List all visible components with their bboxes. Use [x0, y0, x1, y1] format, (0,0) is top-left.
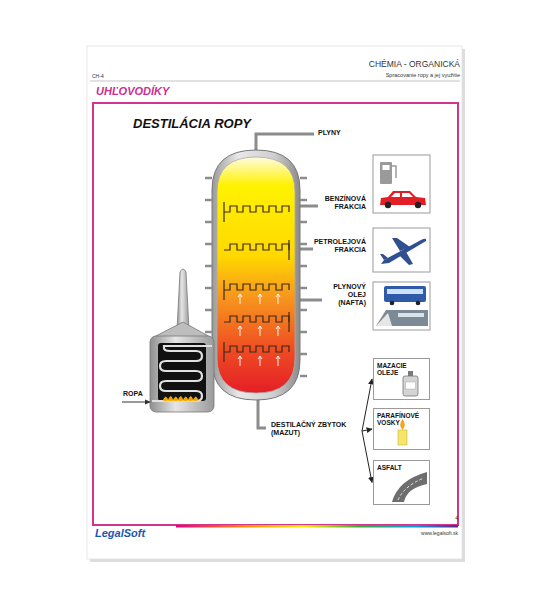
furnace-body	[150, 336, 214, 412]
icon-box	[373, 155, 430, 213]
sheet-code: CH-4	[92, 74, 104, 80]
icon-box	[373, 228, 430, 272]
column-trays	[224, 202, 289, 366]
output-label: BENZÍNOVÁ FRAKCIA	[318, 195, 366, 211]
input-label: ROPA	[123, 390, 143, 398]
chapter-heading: UHĽOVODÍKY	[96, 85, 169, 98]
column-interior	[217, 157, 295, 393]
column-rings	[205, 178, 307, 376]
furnace-chimney	[177, 269, 189, 330]
footer-rainbow	[176, 525, 458, 528]
page-number: 4	[440, 516, 458, 522]
icon-box	[373, 282, 430, 330]
gas-pipe	[256, 134, 314, 152]
product-name: MAZACIE OLEJE	[377, 362, 426, 377]
kerosene-pipe	[300, 248, 313, 251]
diagram-title: DESTILÁCIA ROPY	[133, 117, 251, 132]
asphalt-icon	[392, 472, 427, 502]
sheet-subtitle: Spracovanie ropy a jej využitie	[290, 72, 460, 78]
output-label: PLYNY	[318, 129, 341, 137]
output-label: PETROLEJOVÁ FRAKCIA	[313, 238, 366, 254]
flow-arrow	[362, 379, 372, 431]
sheet	[87, 46, 462, 559]
frame	[93, 103, 458, 525]
residue-text: DESTILAČNÝ ZBYTOK (MAZUT)	[271, 421, 359, 437]
bus-icon	[384, 286, 426, 305]
header-rule	[90, 81, 460, 82]
feed-arrow	[122, 402, 146, 403]
flow-arrow	[362, 429, 372, 431]
furnace-flames	[163, 397, 198, 402]
product-name: ASFALT	[377, 464, 426, 471]
furnace-coil	[152, 346, 212, 401]
product-box: MAZACIE OLEJE	[373, 358, 430, 400]
residue-pipe	[258, 396, 266, 428]
subject-heading: CHÉMIA - ORGANICKÁ	[290, 60, 460, 70]
residue-label: DESTILAČNÝ ZBYTOK (MAZUT)	[269, 421, 361, 437]
train-icon	[376, 310, 428, 326]
gasoline-pipe	[300, 205, 318, 208]
airplane-icon	[380, 238, 426, 265]
column-shell	[212, 150, 300, 400]
feed-arrowhead	[145, 400, 151, 405]
product-name: PARAFÍNOVÉ VOSKY	[377, 412, 426, 427]
publisher-logo: LegalSoft	[95, 527, 145, 540]
product-box: PARAFÍNOVÉ VOSKY	[373, 408, 430, 450]
oil-bottle-icon	[403, 371, 418, 396]
flow-arrow	[362, 431, 372, 482]
publisher-url: www.legalsoft.sk	[370, 531, 458, 537]
fuel-pump-icon	[380, 162, 396, 184]
product-box: ASFALT	[373, 460, 430, 505]
output-label: PLYNOVÝ OLEJ (NAFTA)	[326, 283, 366, 307]
gasoil-pipe	[300, 299, 322, 302]
car-icon	[380, 191, 426, 208]
